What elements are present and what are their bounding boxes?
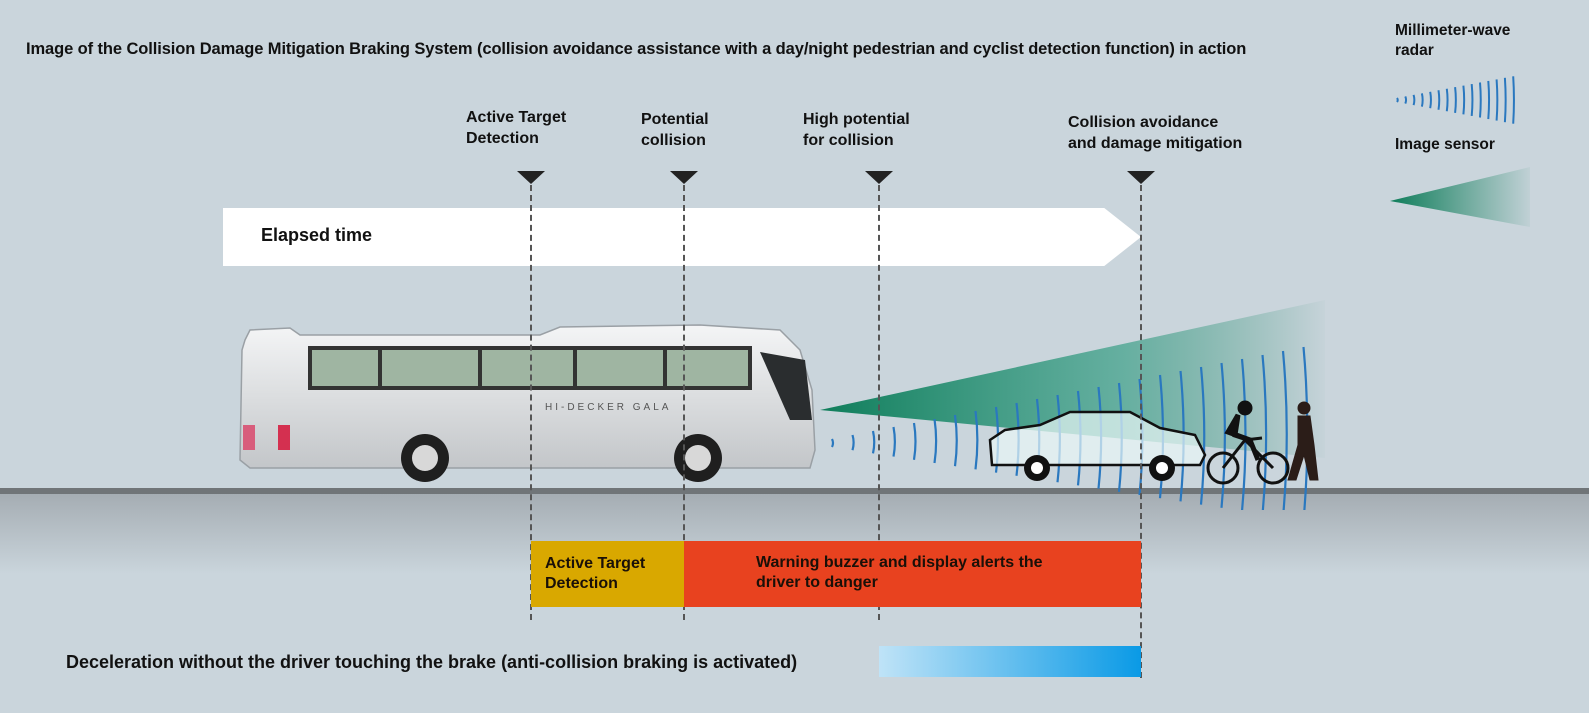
radar-wave: [1281, 350, 1288, 510]
stage-label-high-potential: High potential for collision: [803, 109, 910, 151]
stage-line-active-target: [530, 185, 532, 620]
radar-wave-legend: [1429, 91, 1432, 109]
image-sensor-beam: [820, 300, 1325, 458]
bus-taillight: [243, 425, 255, 450]
bus-taillight: [278, 425, 290, 450]
bicycle-wheel: [1206, 451, 1240, 485]
image-sensor-legend-icon: [1390, 167, 1530, 227]
bus: HI-DECKER GALA: [239, 324, 816, 482]
radar-wave-legend-icon: [1396, 76, 1515, 124]
phase-line: Warning buzzer and display alerts the: [756, 554, 1043, 571]
radar-wave: [1220, 362, 1226, 508]
pedestrian-icon: [1287, 401, 1319, 481]
phase-line: driver to danger: [756, 574, 878, 591]
radar-wave-legend: [1512, 76, 1515, 124]
cyclist-icon: [1206, 400, 1290, 485]
stage-label-active-target: Active Target Detection: [466, 107, 566, 149]
radar-wave-legend: [1454, 87, 1457, 113]
road-line: [0, 488, 1589, 494]
bus-windshield: [760, 352, 812, 420]
radar-wave-legend: [1462, 85, 1466, 115]
stage-label-avoidance: Collision avoidance and damage mitigatio…: [1068, 112, 1242, 154]
stage-label-line: for collision: [803, 132, 894, 149]
phase-line: Active Target: [545, 555, 646, 572]
radar-wave: [871, 430, 876, 454]
pedestrian-head: [1297, 401, 1311, 415]
legend-image-sensor-label: Image sensor: [1395, 136, 1495, 153]
bus-model-text: HI-DECKER GALA: [545, 402, 671, 413]
radar-wave-legend: [1470, 83, 1474, 117]
scene: HI-DECKER GALA: [239, 300, 1325, 510]
phase-warning-label: Warning buzzer and display alerts the dr…: [756, 553, 1043, 593]
cyclist-body: [1224, 413, 1261, 461]
deceleration-bar: [879, 646, 1141, 677]
stage-label-line: Active Target: [466, 109, 567, 126]
stage-line-high-potential: [878, 185, 880, 620]
wheel-hub: [412, 445, 438, 471]
car: [988, 410, 1207, 481]
radar-wave: [830, 438, 835, 448]
stage-line-avoidance: [1140, 185, 1142, 678]
wheel-hub: [1031, 462, 1043, 474]
wheel-hub: [1156, 462, 1168, 474]
radar-wave-legend: [1396, 97, 1399, 103]
stage-label-line: Collision avoidance: [1068, 114, 1219, 131]
radar-wave-legend: [1503, 77, 1507, 123]
stage-label-line: Potential: [641, 111, 709, 128]
stage-label-line: and damage mitigation: [1068, 135, 1243, 152]
radar-wave: [1261, 354, 1268, 510]
wheel-hub: [685, 445, 711, 471]
radar-wave: [933, 418, 938, 464]
radar-wave: [953, 414, 958, 467]
radar-wave-legend: [1495, 79, 1499, 121]
legend-radar-line2: radar: [1395, 42, 1434, 59]
radar-wave: [1199, 366, 1206, 505]
car-body: [988, 410, 1207, 467]
elapsed-time-label: Elapsed time: [261, 225, 373, 245]
radar-wave: [851, 434, 855, 451]
legend-radar-label: Millimeter-wave radar: [1395, 21, 1510, 61]
radar-wave-legend: [1479, 82, 1482, 118]
stage-label-line: Detection: [466, 130, 539, 147]
radar-wave-legend: [1437, 90, 1441, 110]
diagram-title: Image of the Collision Damage Mitigation…: [26, 40, 1247, 58]
phase-warning: Warning buzzer and display alerts the dr…: [684, 541, 1141, 607]
radar-wave-legend: [1404, 96, 1408, 104]
radar-wave-legend: [1487, 80, 1491, 120]
bicycle-wheel: [1256, 451, 1290, 485]
stage-label-potential: Potential collision: [641, 109, 709, 151]
phase-atd-label: Active Target Detection: [545, 554, 645, 594]
image-sensor-beam-legend: [1390, 167, 1530, 227]
stage-label-line: collision: [641, 132, 706, 149]
legend-radar-line1: Millimeter-wave: [1395, 22, 1511, 39]
elapsed-time-arrow: Elapsed time: [223, 208, 1141, 266]
stage-marker-icon: [670, 171, 698, 184]
phase-active-target-detection: Active Target Detection: [531, 541, 684, 607]
radar-wave-legend: [1420, 93, 1424, 107]
stage-label-line: High potential: [803, 111, 910, 128]
radar-wave: [1240, 358, 1247, 510]
pedestrian-body: [1287, 415, 1319, 481]
radar-wave: [974, 410, 979, 470]
stage-line-potential: [683, 185, 685, 620]
radar-wave: [892, 426, 896, 457]
cyclist-head: [1237, 400, 1253, 416]
stage-marker-icon: [865, 171, 893, 184]
radar-wave-legend: [1412, 94, 1416, 106]
phase-line: Detection: [545, 575, 618, 592]
stage-marker-icon: [517, 171, 545, 184]
deceleration-label: Deceleration without the driver touching…: [66, 652, 798, 672]
radar-wave-legend: [1445, 88, 1449, 112]
radar-waves: [830, 346, 1309, 510]
radar-wave: [912, 422, 917, 460]
stage-marker-icon: [1127, 171, 1155, 184]
